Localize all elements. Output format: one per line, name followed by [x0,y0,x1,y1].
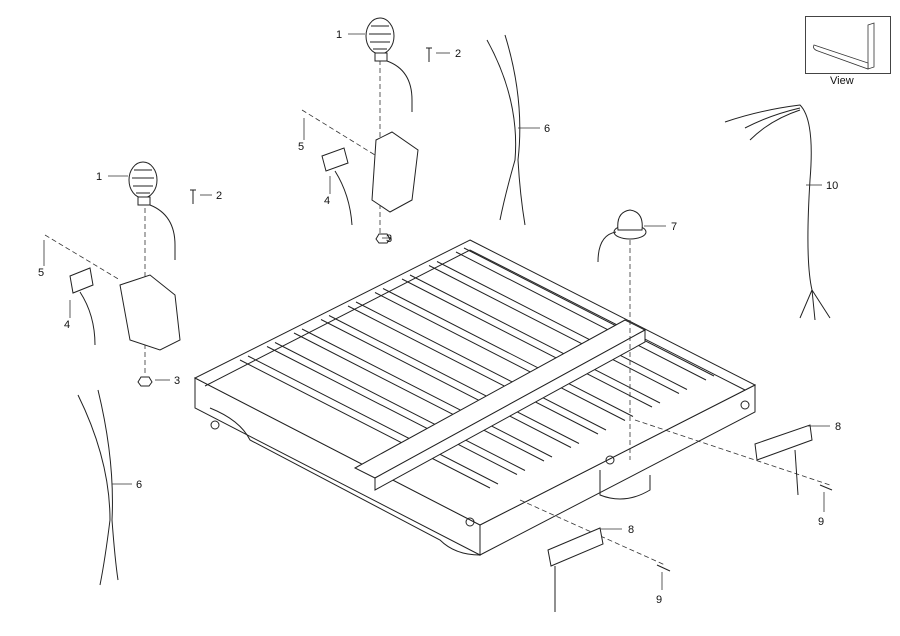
callout-labels: 1 1 2 2 3 3 4 4 5 5 6 6 7 8 8 9 9 10 [38,29,841,606]
frame-slat [455,247,715,381]
callout-screw: 2 [455,48,461,60]
fork-icon [813,22,875,70]
callout-rear-light: 8 [835,421,841,433]
callout-screw: 9 [656,594,662,606]
frame-slat [347,301,607,435]
view-label: View [830,75,854,87]
callout-beacon: 7 [671,221,677,233]
callout-nut: 3 [386,233,392,245]
side-light-left [69,267,181,351]
callout-screw: 9 [818,516,824,528]
frame-slat [239,355,499,489]
work-light-right [365,17,413,112]
frame-slat [293,328,553,462]
rear-light-8-left [547,527,604,612]
callout-rear-light: 8 [628,524,634,536]
callout-screw: 5 [38,267,44,279]
callout-wire-harness: 6 [136,479,142,491]
callout-side-light: 4 [324,195,330,207]
nut-3-right [375,233,391,244]
callout-side-light: 4 [64,319,70,331]
frame-slat [401,274,661,408]
side-light-right [321,131,419,226]
wire-harness-6-right [486,34,526,226]
callout-wire-harness: 6 [544,123,550,135]
frame-slat [428,261,688,394]
wire-harness-10 [724,104,831,321]
rear-light-8-right [754,424,813,496]
callout-wire-harness: 10 [826,180,838,192]
screw-9-left [656,564,671,572]
callout-work-light: 1 [336,29,342,41]
beacon-7 [597,209,647,263]
callout-screw: 5 [298,141,304,153]
work-light-left [128,161,176,260]
screw-9-right [819,484,833,491]
frame-slat [266,342,526,475]
callout-nut: 3 [174,375,180,387]
callout-screw: 2 [216,190,222,202]
platform-frame [193,239,757,556]
view-thumbnail [805,16,891,74]
screw-2-right [426,47,432,62]
screw-2-left [190,189,196,204]
nut-3-left [137,376,153,387]
callout-work-light: 1 [96,171,102,183]
wire-harness-6-left [77,389,119,586]
frame-slat [320,315,580,448]
frame-slat [374,288,634,421]
